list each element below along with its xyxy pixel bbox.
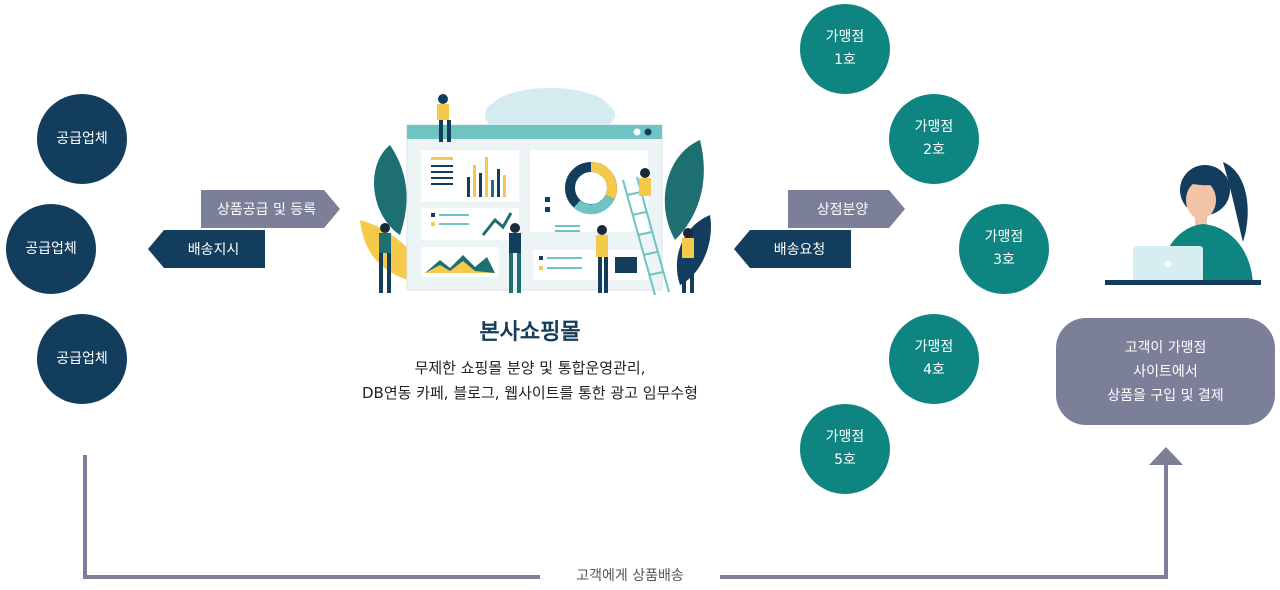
hq-desc-line1: 무제한 쇼핑몰 분양 및 통합운영관리, (414, 359, 646, 377)
branch-name: 가맹점 (825, 429, 865, 445)
hq-dashboard-illustration (360, 88, 711, 296)
supplier-label: 공급업체 (56, 350, 108, 367)
supplier-node-2: 공급업체 (6, 204, 96, 294)
branch-number: 4호 (923, 362, 945, 378)
branch-name: 가맹점 (825, 29, 865, 45)
branch-number: 2호 (923, 142, 945, 158)
branch-node-2: 가맹점 2호 (889, 94, 979, 184)
supplier-label: 공급업체 (25, 240, 77, 257)
store-sale-label: 상점분양 (816, 202, 869, 218)
customer-purchase-box: 고객이 가맹점 사이트에서 상품을 구입 및 결제 (1056, 318, 1275, 425)
delivery-request-tag: 배송요청 (734, 230, 851, 268)
branch-number: 3호 (993, 252, 1015, 268)
branch-node-1: 가맹점 1호 (800, 4, 890, 94)
branch-node-5: 가맹점 5호 (800, 404, 890, 494)
shipping-label: 고객에게 상품배송 (540, 565, 720, 585)
shipping-line-right-vertical (1164, 463, 1168, 579)
arrow-up-icon (1149, 447, 1183, 465)
supplier-node-3: 공급업체 (37, 314, 127, 404)
shipping-line-left-vertical (83, 455, 87, 579)
branch-name: 가맹점 (914, 339, 954, 355)
branch-number: 5호 (834, 452, 856, 468)
supplier-label: 공급업체 (56, 130, 108, 147)
branch-number: 1호 (834, 52, 856, 68)
delivery-request-label: 배송요청 (773, 242, 826, 258)
supply-register-tag: 상품공급 및 등록 (201, 190, 340, 228)
customer-line1: 고객이 가맹점 (1124, 339, 1207, 356)
hq-description: 무제한 쇼핑몰 분양 및 통합운영관리, DB연동 카페, 블로그, 웹사이트를… (305, 356, 755, 406)
supply-register-label: 상품공급 및 등록 (216, 202, 317, 218)
branch-node-3: 가맹점 3호 (959, 204, 1049, 294)
branch-node-4: 가맹점 4호 (889, 314, 979, 404)
customer-laptop-illustration (1105, 162, 1261, 285)
hq-title: 본사쇼핑몰 (479, 320, 581, 345)
branch-name: 가맹점 (984, 229, 1024, 245)
branch-name: 가맹점 (914, 119, 954, 135)
supplier-node-1: 공급업체 (37, 94, 127, 184)
delivery-order-tag: 배송지시 (148, 230, 265, 268)
store-sale-tag: 상점분양 (788, 190, 905, 228)
customer-line2: 사이트에서 (1133, 363, 1198, 380)
hq-desc-line2: DB연동 카페, 블로그, 웹사이트를 통한 광고 임무수형 (362, 384, 698, 402)
delivery-order-label: 배송지시 (187, 242, 240, 258)
customer-line3: 상품을 구입 및 결제 (1107, 387, 1224, 404)
